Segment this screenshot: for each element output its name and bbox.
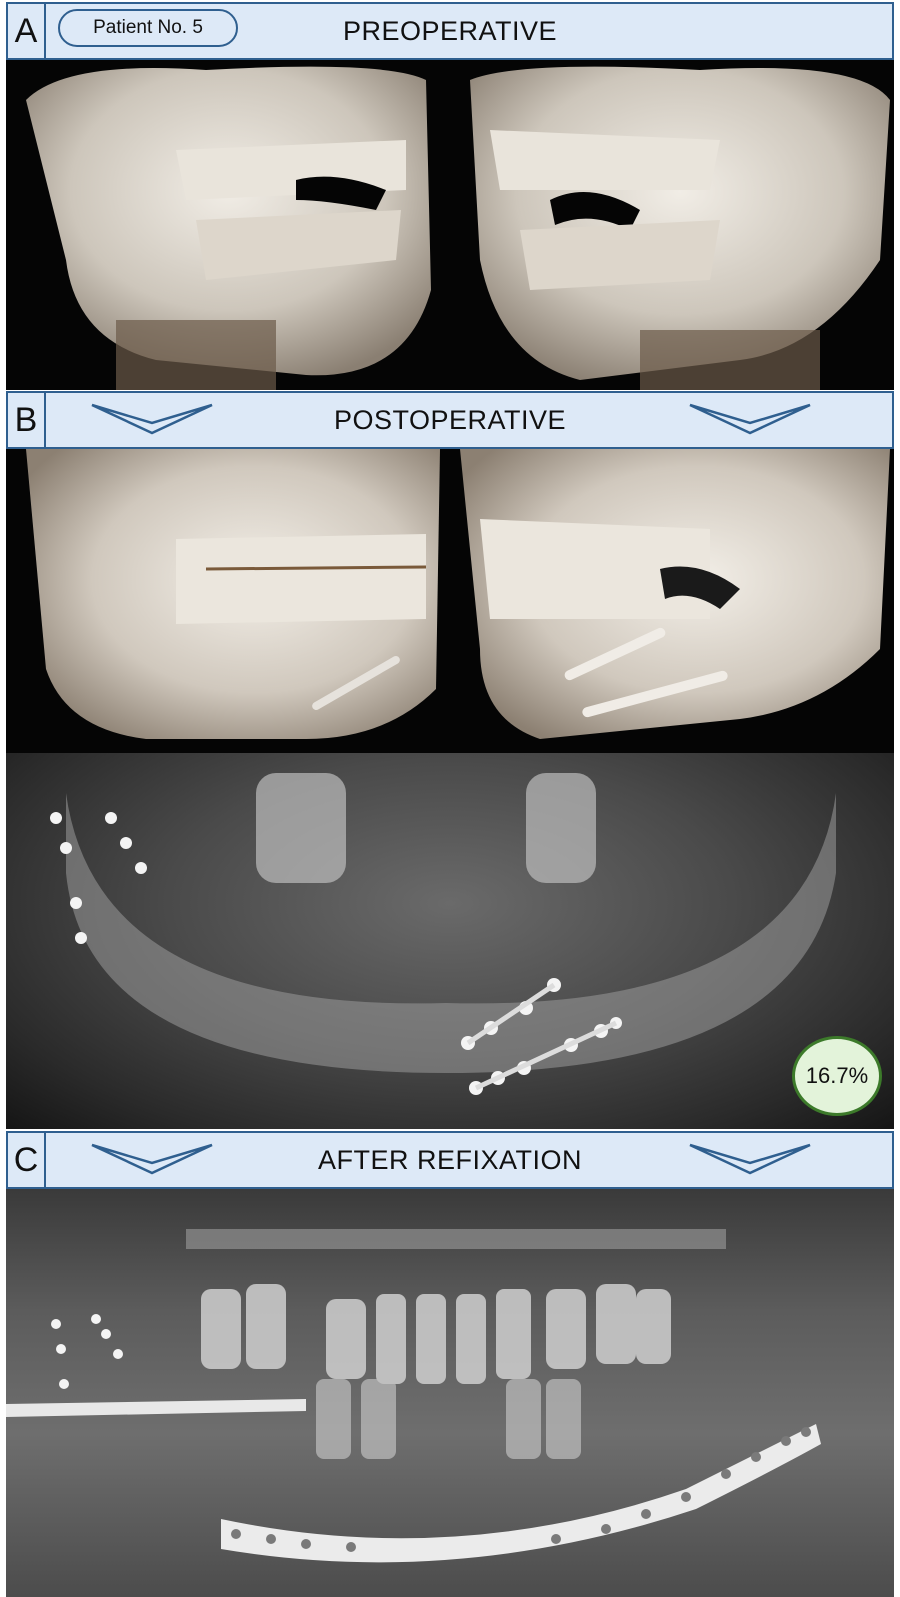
panel-c-title: AFTER REFIXATION bbox=[317, 1144, 582, 1175]
after-refixation-panoramic-xray bbox=[6, 1189, 894, 1597]
chevron-down-icon bbox=[689, 1143, 811, 1175]
chevron-down-icon bbox=[91, 403, 213, 435]
chevron-down-icon bbox=[91, 1143, 213, 1175]
postoperative-ct-images bbox=[6, 449, 894, 753]
postoperative-panoramic-ct bbox=[6, 753, 894, 1129]
chevron-down-icon bbox=[689, 403, 811, 435]
panel-c-banner: AFTER REFIXATION C bbox=[6, 1131, 894, 1189]
percentage-badge: 16.7% bbox=[792, 1036, 882, 1116]
patient-tag: Patient No. 5 bbox=[58, 9, 238, 47]
preop-ct-right-view bbox=[460, 60, 894, 390]
postop-ct-right-view bbox=[460, 449, 894, 753]
panel-b-banner: POSTOPERATIVE B bbox=[6, 391, 894, 449]
panel-b-letter: B bbox=[8, 393, 46, 447]
panel-a-title: PREOPERATIVE bbox=[342, 15, 558, 46]
panel-a-banner: PREOPERATIVE A Patient No. 5 bbox=[6, 2, 894, 60]
preoperative-ct-images bbox=[6, 60, 894, 390]
panel-c-letter: C bbox=[8, 1133, 46, 1187]
panel-b-title: POSTOPERATIVE bbox=[333, 404, 567, 435]
panel-a-letter: A bbox=[8, 4, 46, 58]
postop-ct-left-view bbox=[6, 449, 440, 753]
preop-ct-left-view bbox=[6, 60, 440, 390]
